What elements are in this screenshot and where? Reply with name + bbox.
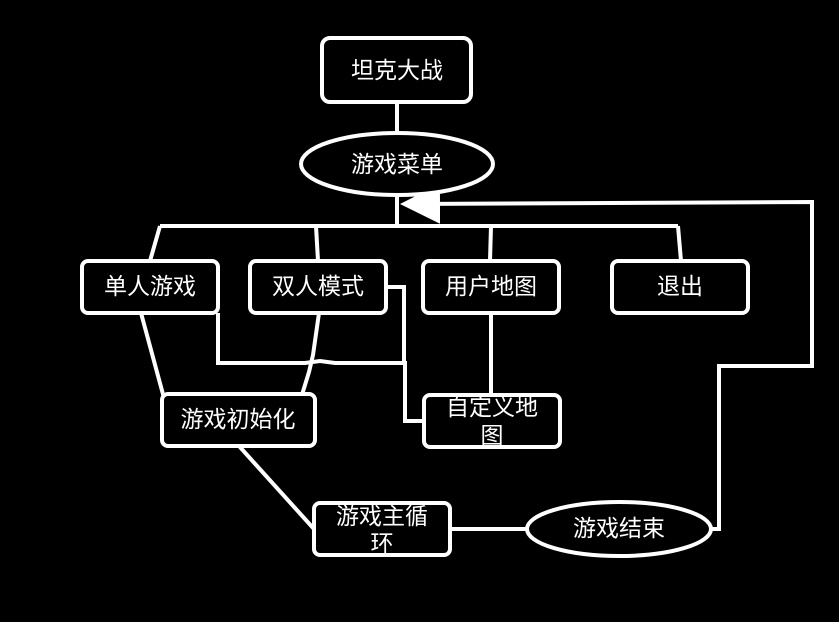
node-usermap: 用户地图 (421, 259, 561, 315)
node-main-loop-label-line1: 游戏主循 (336, 504, 428, 530)
node-exit-label: 退出 (657, 274, 703, 300)
node-menu-label: 游戏菜单 (351, 152, 443, 178)
node-usermap-label: 用户地图 (445, 274, 537, 300)
node-exit-box (610, 259, 750, 315)
node-single-label: 单人游戏 (104, 274, 196, 300)
node-title-label: 坦克大战 (351, 58, 443, 84)
edge-bus-to-double (314, 225, 320, 262)
edge-single-to-custom (216, 313, 424, 423)
node-custom-map-label-line1: 自定义地 (446, 395, 538, 421)
node-single-box (80, 259, 220, 315)
edge-bus-to-single (148, 225, 162, 262)
node-double: 双人模式 (248, 259, 388, 315)
node-custom-map: 自定义地 图 (422, 393, 562, 449)
node-game-over: 游戏结束 (525, 500, 713, 558)
node-init-box (160, 392, 317, 448)
edge-init-to-loop (237, 444, 316, 531)
edge-bus-to-usermap (488, 225, 493, 262)
node-custom-map-box (422, 393, 562, 449)
edge-single-to-init (139, 312, 166, 399)
node-game-over-shape (525, 500, 713, 558)
edge-double-to-init (299, 312, 321, 399)
node-menu: 游戏菜单 (299, 131, 495, 197)
node-single: 单人游戏 (80, 259, 220, 315)
node-main-loop-label-line2: 环 (371, 531, 394, 557)
node-usermap-box (421, 259, 561, 315)
node-init: 游戏初始化 (160, 392, 317, 448)
node-game-over-label: 游戏结束 (573, 516, 665, 542)
node-title: 坦克大战 (320, 36, 473, 104)
edge-double-to-custom (386, 285, 406, 363)
node-exit: 退出 (610, 259, 750, 315)
node-double-box (248, 259, 388, 315)
edge-end-back-to-menu (400, 183, 814, 531)
node-title-box (320, 36, 473, 104)
node-menu-shape (299, 131, 495, 197)
node-init-label: 游戏初始化 (181, 407, 296, 433)
node-main-loop: 游戏主循 环 (312, 501, 452, 557)
node-main-loop-box (312, 501, 452, 557)
connectors (139, 102, 814, 531)
edge-bus-to-exit (676, 225, 683, 262)
node-double-label: 双人模式 (272, 274, 364, 300)
node-custom-map-label-line2: 图 (481, 423, 504, 449)
